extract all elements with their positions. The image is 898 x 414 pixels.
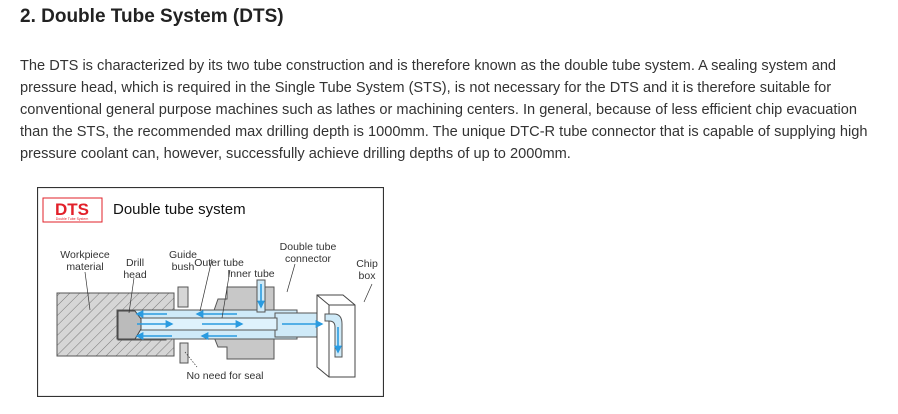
svg-text:bush: bush xyxy=(172,261,195,273)
svg-text:head: head xyxy=(123,269,147,281)
svg-text:Double tube: Double tube xyxy=(280,241,337,253)
dts-logo: DTS Double Tube System xyxy=(42,197,103,223)
svg-text:No need for seal: No need for seal xyxy=(186,370,263,382)
svg-text:Guide: Guide xyxy=(169,249,197,261)
svg-text:DTS: DTS xyxy=(55,200,89,219)
svg-text:Double Tube System: Double Tube System xyxy=(56,217,89,221)
svg-text:material: material xyxy=(66,261,103,273)
svg-text:Workpiece: Workpiece xyxy=(60,249,110,261)
svg-text:Inner tube: Inner tube xyxy=(227,268,274,280)
svg-text:connector: connector xyxy=(285,253,332,265)
svg-text:Chip: Chip xyxy=(356,258,378,270)
double-tube-system-diagram: DTS Double Tube System Double tube syste… xyxy=(36,186,385,398)
section-heading: 2. Double Tube System (DTS) xyxy=(20,6,284,27)
guide-bush xyxy=(177,286,189,308)
figure-title: Double tube system xyxy=(113,201,246,218)
svg-text:Outer tube: Outer tube xyxy=(194,257,244,269)
description-paragraph: The DTS is characterized by its two tube… xyxy=(20,58,868,162)
drill-head xyxy=(117,310,142,340)
svg-text:box: box xyxy=(359,270,377,282)
svg-text:Drill: Drill xyxy=(126,257,144,269)
